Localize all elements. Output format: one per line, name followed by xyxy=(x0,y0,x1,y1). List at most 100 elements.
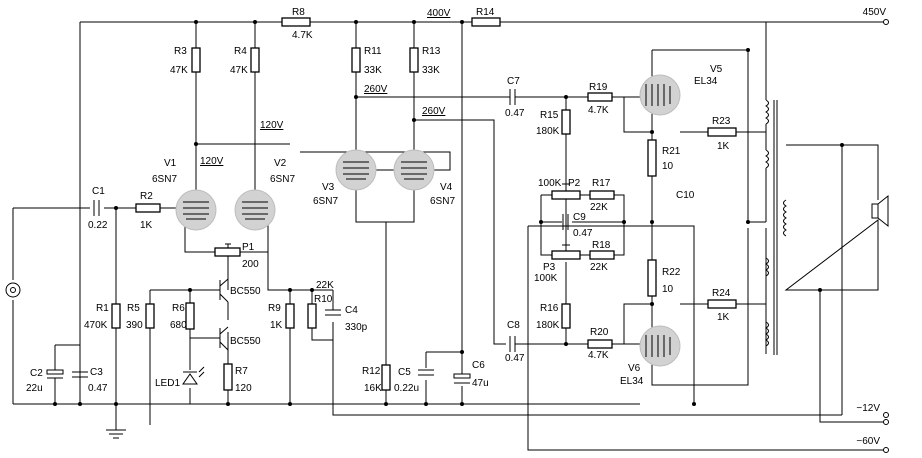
label-r16-value: 180K xyxy=(536,320,560,331)
capacitor-c9 xyxy=(562,214,569,230)
resistor-r24 xyxy=(707,299,737,309)
label-c9-value: 0.47 xyxy=(573,228,593,239)
label-c2-value: 22u xyxy=(26,383,43,394)
resistor-r3 xyxy=(191,47,201,73)
label-r15-value: 180K xyxy=(536,126,560,137)
label-p2-value: 100K xyxy=(538,178,562,189)
label-r11-value: 33K xyxy=(364,65,382,76)
label-r21: R21 xyxy=(662,146,681,157)
label-r9-value: 1K xyxy=(270,320,283,331)
resistor-r2 xyxy=(135,203,161,213)
label-r12: R12 xyxy=(362,366,381,377)
label-c5: C5 xyxy=(398,367,411,378)
label-r3: R3 xyxy=(174,46,187,57)
label-v1-type: 6SN7 xyxy=(152,174,177,185)
capacitors xyxy=(46,89,569,404)
label-450v: 450V xyxy=(863,7,887,18)
label-v5: V5 xyxy=(710,64,723,75)
label-p3-value: 100K xyxy=(534,273,558,284)
led1-symbol xyxy=(182,366,205,385)
capacitor-c3 xyxy=(72,371,88,378)
label-r6-value: 680 xyxy=(170,320,187,331)
capacitor-c1 xyxy=(93,200,100,216)
resistor-r8 xyxy=(281,17,311,27)
label-c7-value: 0.47 xyxy=(505,108,525,119)
resistor-r13 xyxy=(409,47,419,73)
resistor-r23 xyxy=(707,127,737,137)
label-c1-value: 0.22 xyxy=(88,220,108,231)
tube-v2 xyxy=(234,189,276,231)
resistor-r7 xyxy=(223,363,233,391)
label-r22: R22 xyxy=(662,267,681,278)
potentiometer-p1 xyxy=(214,247,241,257)
label-r14: R14 xyxy=(476,7,495,18)
label-r23: R23 xyxy=(712,116,731,127)
label-r18-value: 22K xyxy=(590,262,608,273)
resistor-r18 xyxy=(589,250,615,260)
label-v3-type: 6SN7 xyxy=(313,196,338,207)
resistor-r4 xyxy=(250,47,260,73)
speaker-icon xyxy=(871,194,889,228)
label-p1-value: 200 xyxy=(242,259,259,270)
resistors xyxy=(111,17,737,391)
label-r24-value: 1K xyxy=(717,312,730,323)
resistor-r11 xyxy=(351,47,361,73)
label-r13-value: 33K xyxy=(422,65,440,76)
component-labels: R8 4.7K 400V R14 450V R3 47K R4 47K R11 … xyxy=(26,7,886,447)
label-q1: BC550 xyxy=(230,286,261,297)
label-r9: R9 xyxy=(268,303,281,314)
resistor-r6 xyxy=(185,302,195,330)
label-minus-60v: −60V xyxy=(856,436,880,447)
capacitor-c5 xyxy=(418,369,434,376)
tube-v3 xyxy=(335,149,377,191)
label-r1: R1 xyxy=(96,303,109,314)
resistor-r15 xyxy=(561,109,571,135)
label-c3-value: 0.47 xyxy=(88,383,108,394)
capacitor-c2 xyxy=(46,369,64,375)
label-r24: R24 xyxy=(712,288,731,299)
resistor-r20 xyxy=(587,339,613,349)
ground-symbol xyxy=(106,429,126,439)
capacitor-c8 xyxy=(509,336,516,352)
label-c4: C4 xyxy=(345,305,358,316)
label-c3: C3 xyxy=(90,367,103,378)
label-p3: P3 xyxy=(543,262,556,273)
resistor-r14 xyxy=(471,17,501,27)
label-r10: R10 xyxy=(314,294,333,305)
label-120v-b: 120V xyxy=(200,156,224,167)
resistor-r10 xyxy=(307,303,317,329)
label-c5-value: 0.22u xyxy=(394,383,419,394)
label-v2-type: 6SN7 xyxy=(270,174,295,185)
tube-v6 xyxy=(639,325,681,367)
label-r8-value: 4.7K xyxy=(292,30,313,41)
label-r8: R8 xyxy=(292,7,305,18)
label-led1: LED1 xyxy=(155,378,180,389)
label-r23-value: 1K xyxy=(717,141,730,152)
input-jack xyxy=(5,282,21,298)
label-r17: R17 xyxy=(592,178,611,189)
label-r16: R16 xyxy=(540,303,559,314)
resistor-r21 xyxy=(647,139,657,177)
label-r22-value: 10 xyxy=(662,284,674,295)
wiring xyxy=(12,21,886,451)
label-r7: R7 xyxy=(235,366,248,377)
label-v6: V6 xyxy=(628,363,641,374)
label-c4-value: 330p xyxy=(345,322,368,333)
label-r15: R15 xyxy=(540,110,559,121)
potentiometer-p3 xyxy=(551,250,581,260)
label-c8: C8 xyxy=(507,320,520,331)
label-p2: P2 xyxy=(568,178,581,189)
label-c2: C2 xyxy=(30,368,43,379)
label-r5-value: 390 xyxy=(126,320,143,331)
label-r4: R4 xyxy=(234,46,247,57)
resistor-r22 xyxy=(647,259,657,297)
label-r10-value: 22K xyxy=(316,280,334,291)
label-r19: R19 xyxy=(589,82,608,93)
label-260v-a: 260V xyxy=(364,84,388,95)
resistor-r1 xyxy=(111,303,121,329)
label-r19-value: 4.7K xyxy=(588,105,609,116)
label-r18: R18 xyxy=(592,240,611,251)
label-r21-value: 10 xyxy=(662,161,674,172)
label-v6-type: EL34 xyxy=(620,376,644,387)
